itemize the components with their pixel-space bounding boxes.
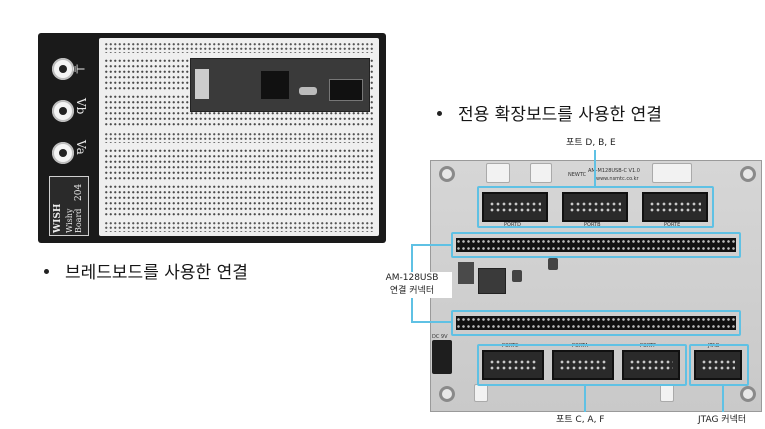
silk-portd: PORTD: [504, 222, 521, 228]
breadboard-caption: 브레드보드를 사용한 연결: [44, 258, 248, 283]
expansion-caption-text: 전용 확장보드를 사용한 연결: [458, 105, 662, 125]
capacitor: [548, 258, 558, 270]
silk-porte: PORTE: [664, 222, 681, 228]
silk-jtag: JTAG: [708, 343, 720, 349]
am128usb-leader-top: [411, 244, 451, 246]
ports-caf-label: 포트 C, A, F: [556, 415, 605, 425]
power-rail-middle: [104, 132, 374, 143]
power-ic: [478, 268, 506, 294]
terminal-strip-4: [104, 184, 374, 217]
dc-power-jack: [432, 340, 452, 374]
mount-hole: [740, 386, 756, 402]
am128usb-header-top: [456, 238, 736, 252]
va-label: Va: [74, 140, 88, 155]
porte-header: [642, 192, 708, 222]
terminal-strip-3: [104, 148, 374, 181]
am128usb-label-line1: AM-128USB: [385, 273, 439, 283]
ports-caf-leader: [584, 386, 586, 412]
top-connector: [486, 163, 510, 183]
website-silk: www.nsmtc.co.kr: [596, 176, 639, 182]
am128usb-leader-bottom: [411, 321, 451, 323]
silk-portf: PORTF: [640, 343, 656, 349]
am128usb-label-line2: 연결 커넥터: [389, 286, 435, 296]
usb-connector: [195, 69, 209, 99]
ports-dbe-leader: [594, 150, 596, 186]
board-title-silk: AM-M128USB-C V1.0: [588, 168, 640, 174]
porta-header: [552, 350, 614, 380]
logo-brand: WISH: [53, 203, 63, 233]
bullet-dot: [44, 268, 49, 274]
logo-line1: Wishy: [65, 208, 74, 233]
regulator: [458, 262, 474, 284]
am128usb-highlight-top: [451, 232, 741, 258]
vb-terminal: [52, 100, 74, 122]
crystal: [299, 87, 317, 95]
portc-header: [482, 350, 544, 380]
mount-hole: [439, 386, 455, 402]
ports-dbe-highlight: [477, 186, 714, 228]
bullet-dot: [437, 110, 442, 116]
power-rail-top: [104, 42, 374, 53]
mcu-chip: [261, 71, 289, 99]
vb-label: Vb: [74, 98, 88, 115]
am128usb-highlight-bottom: [451, 310, 741, 336]
ground-terminal: [52, 58, 74, 80]
silk-porta: PORTA: [572, 343, 589, 349]
am128usb-label: AM-128USB 연결 커넥터: [372, 272, 452, 298]
breadboard-caption-text: 브레드보드를 사용한 연결: [65, 263, 248, 283]
logo-line2: Board: [74, 208, 83, 233]
power-rail-bottom: [104, 221, 374, 232]
ground-symbol-label: ⏚: [69, 62, 85, 76]
am128usb-header-bottom: [456, 316, 736, 330]
ports-caf-highlight: [477, 344, 687, 386]
bottom-connector: [474, 384, 488, 402]
portd-header: [482, 192, 548, 222]
expansion-caption: 전용 확장보드를 사용한 연결: [437, 100, 662, 125]
brand-silk: NEWTC: [568, 172, 587, 178]
jtag-label: JTAG 커넥터: [698, 415, 747, 425]
va-terminal: [52, 142, 74, 164]
am128usb-module: [190, 58, 370, 112]
bottom-connector: [660, 384, 674, 402]
silk-portc: PORTC: [502, 343, 519, 349]
wishboard-logo: WISH Wishy Board 204: [49, 176, 89, 236]
top-connector: [652, 163, 692, 183]
logo-number: 204: [74, 183, 84, 201]
jtag-leader: [722, 386, 724, 412]
jtag-header: [694, 350, 742, 380]
top-connector: [530, 163, 552, 183]
mount-hole: [439, 166, 455, 182]
jtag-highlight: [689, 344, 749, 386]
portb-header: [562, 192, 628, 222]
ports-dbe-label: 포트 D, B, E: [566, 138, 616, 148]
portf-header: [622, 350, 680, 380]
module-header: [329, 79, 363, 101]
silk-portb: PORTB: [584, 222, 601, 228]
silk-dc9v: DC 9V: [432, 334, 448, 340]
capacitor: [512, 270, 522, 282]
mount-hole: [740, 166, 756, 182]
